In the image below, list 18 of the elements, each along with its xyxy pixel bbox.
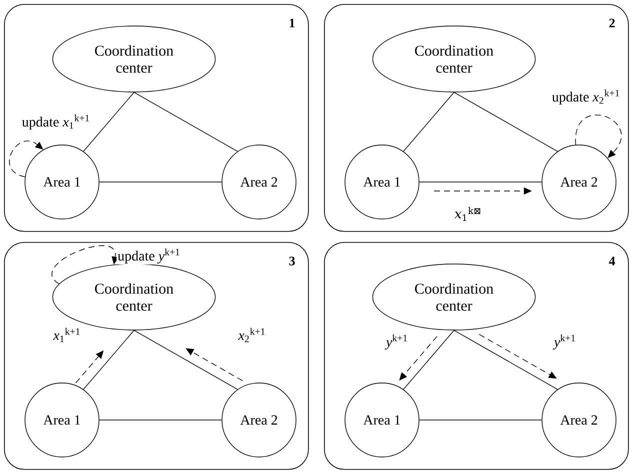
edge-label: y$^{k+1}$ xyxy=(552,333,578,351)
edge-label: update y$^{k+1}$ xyxy=(116,247,182,265)
connector-line xyxy=(454,330,558,390)
edge-label: update x$_{2}$k+1 xyxy=(550,88,622,106)
connector-line xyxy=(403,92,454,152)
connector-line xyxy=(403,330,454,390)
dashed-arrow xyxy=(186,348,243,382)
loop-arrow xyxy=(52,245,119,284)
connector-line xyxy=(134,330,238,390)
connector-line xyxy=(134,92,238,152)
edge-label: x$_{2}$k+1 xyxy=(237,326,267,344)
connector-line xyxy=(454,92,558,152)
loop-arrow xyxy=(575,114,622,158)
connector-line xyxy=(83,330,134,390)
edge-label: y$^{k+1}$ xyxy=(384,333,410,351)
edge-label: update x$_{1}$k+1 xyxy=(20,114,92,130)
edge-label: x$_{1}$k⊠ xyxy=(453,206,483,222)
connector-line xyxy=(83,92,134,152)
